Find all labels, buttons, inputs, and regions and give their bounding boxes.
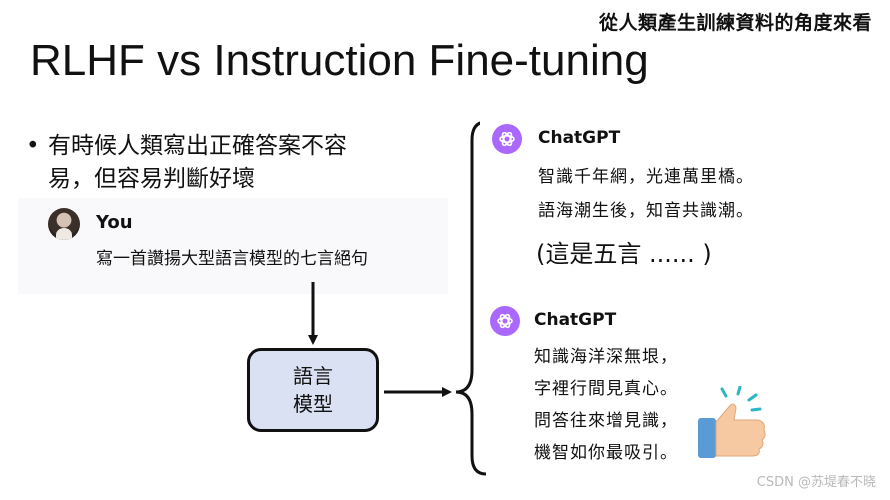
thumbs-up-icon [698, 386, 766, 458]
bullet-line-2: 易，但容易判斷好壞 [48, 166, 255, 192]
response-2-line-2: 字裡行間見真心。 [534, 379, 678, 399]
bullet-text: 有時候人類寫出正確答案不容 易，但容易判斷好壞 [48, 130, 426, 196]
response-1-author: ChatGPT [538, 128, 621, 148]
bullet-point: • 有時候人類寫出正確答案不容 易，但容易判斷好壞 [26, 130, 426, 196]
response-1-annotation: (這是五言 ...... ) [536, 240, 712, 268]
corner-note: 從人類產生訓練資料的角度來看 [598, 12, 872, 34]
chatgpt-logo-icon [492, 124, 522, 154]
bullet-dot-icon: • [26, 133, 40, 159]
user-prompt-card: You 寫一首讚揚大型語言模型的七言絕句 [18, 198, 448, 294]
watermark: CSDN @苏堤春不晓 [756, 475, 876, 490]
response-2-line-1: 知識海洋深無垠， [534, 347, 678, 367]
response-2-line-4: 機智如你最吸引。 [534, 443, 678, 463]
language-model-box: 語言 模型 [247, 348, 379, 432]
response-brace [455, 120, 487, 476]
model-box-line-2: 模型 [293, 392, 333, 416]
user-message: 寫一首讚揚大型語言模型的七言絕句 [96, 249, 368, 269]
chatgpt-logo-icon [490, 306, 520, 336]
response-1-line-1: 智識千年網，光連萬里橋。 [538, 167, 754, 187]
response-1-line-2: 語海潮生後，知音共識潮。 [538, 201, 754, 221]
response-2-author: ChatGPT [534, 310, 617, 330]
user-avatar [48, 208, 80, 240]
model-box-line-1: 語言 [293, 364, 333, 388]
user-name: You [96, 212, 133, 233]
chatgpt-response-card-1: ChatGPT 智識千年網，光連萬里橋。 語海潮生後，知音共識潮。 (這是五言 … [480, 112, 810, 282]
bullet-line-1: 有時候人類寫出正確答案不容 [48, 133, 347, 159]
slide-title: RLHF vs Instruction Fine-tuning [30, 36, 649, 85]
response-2-line-3: 問答往來增見識， [534, 411, 678, 431]
